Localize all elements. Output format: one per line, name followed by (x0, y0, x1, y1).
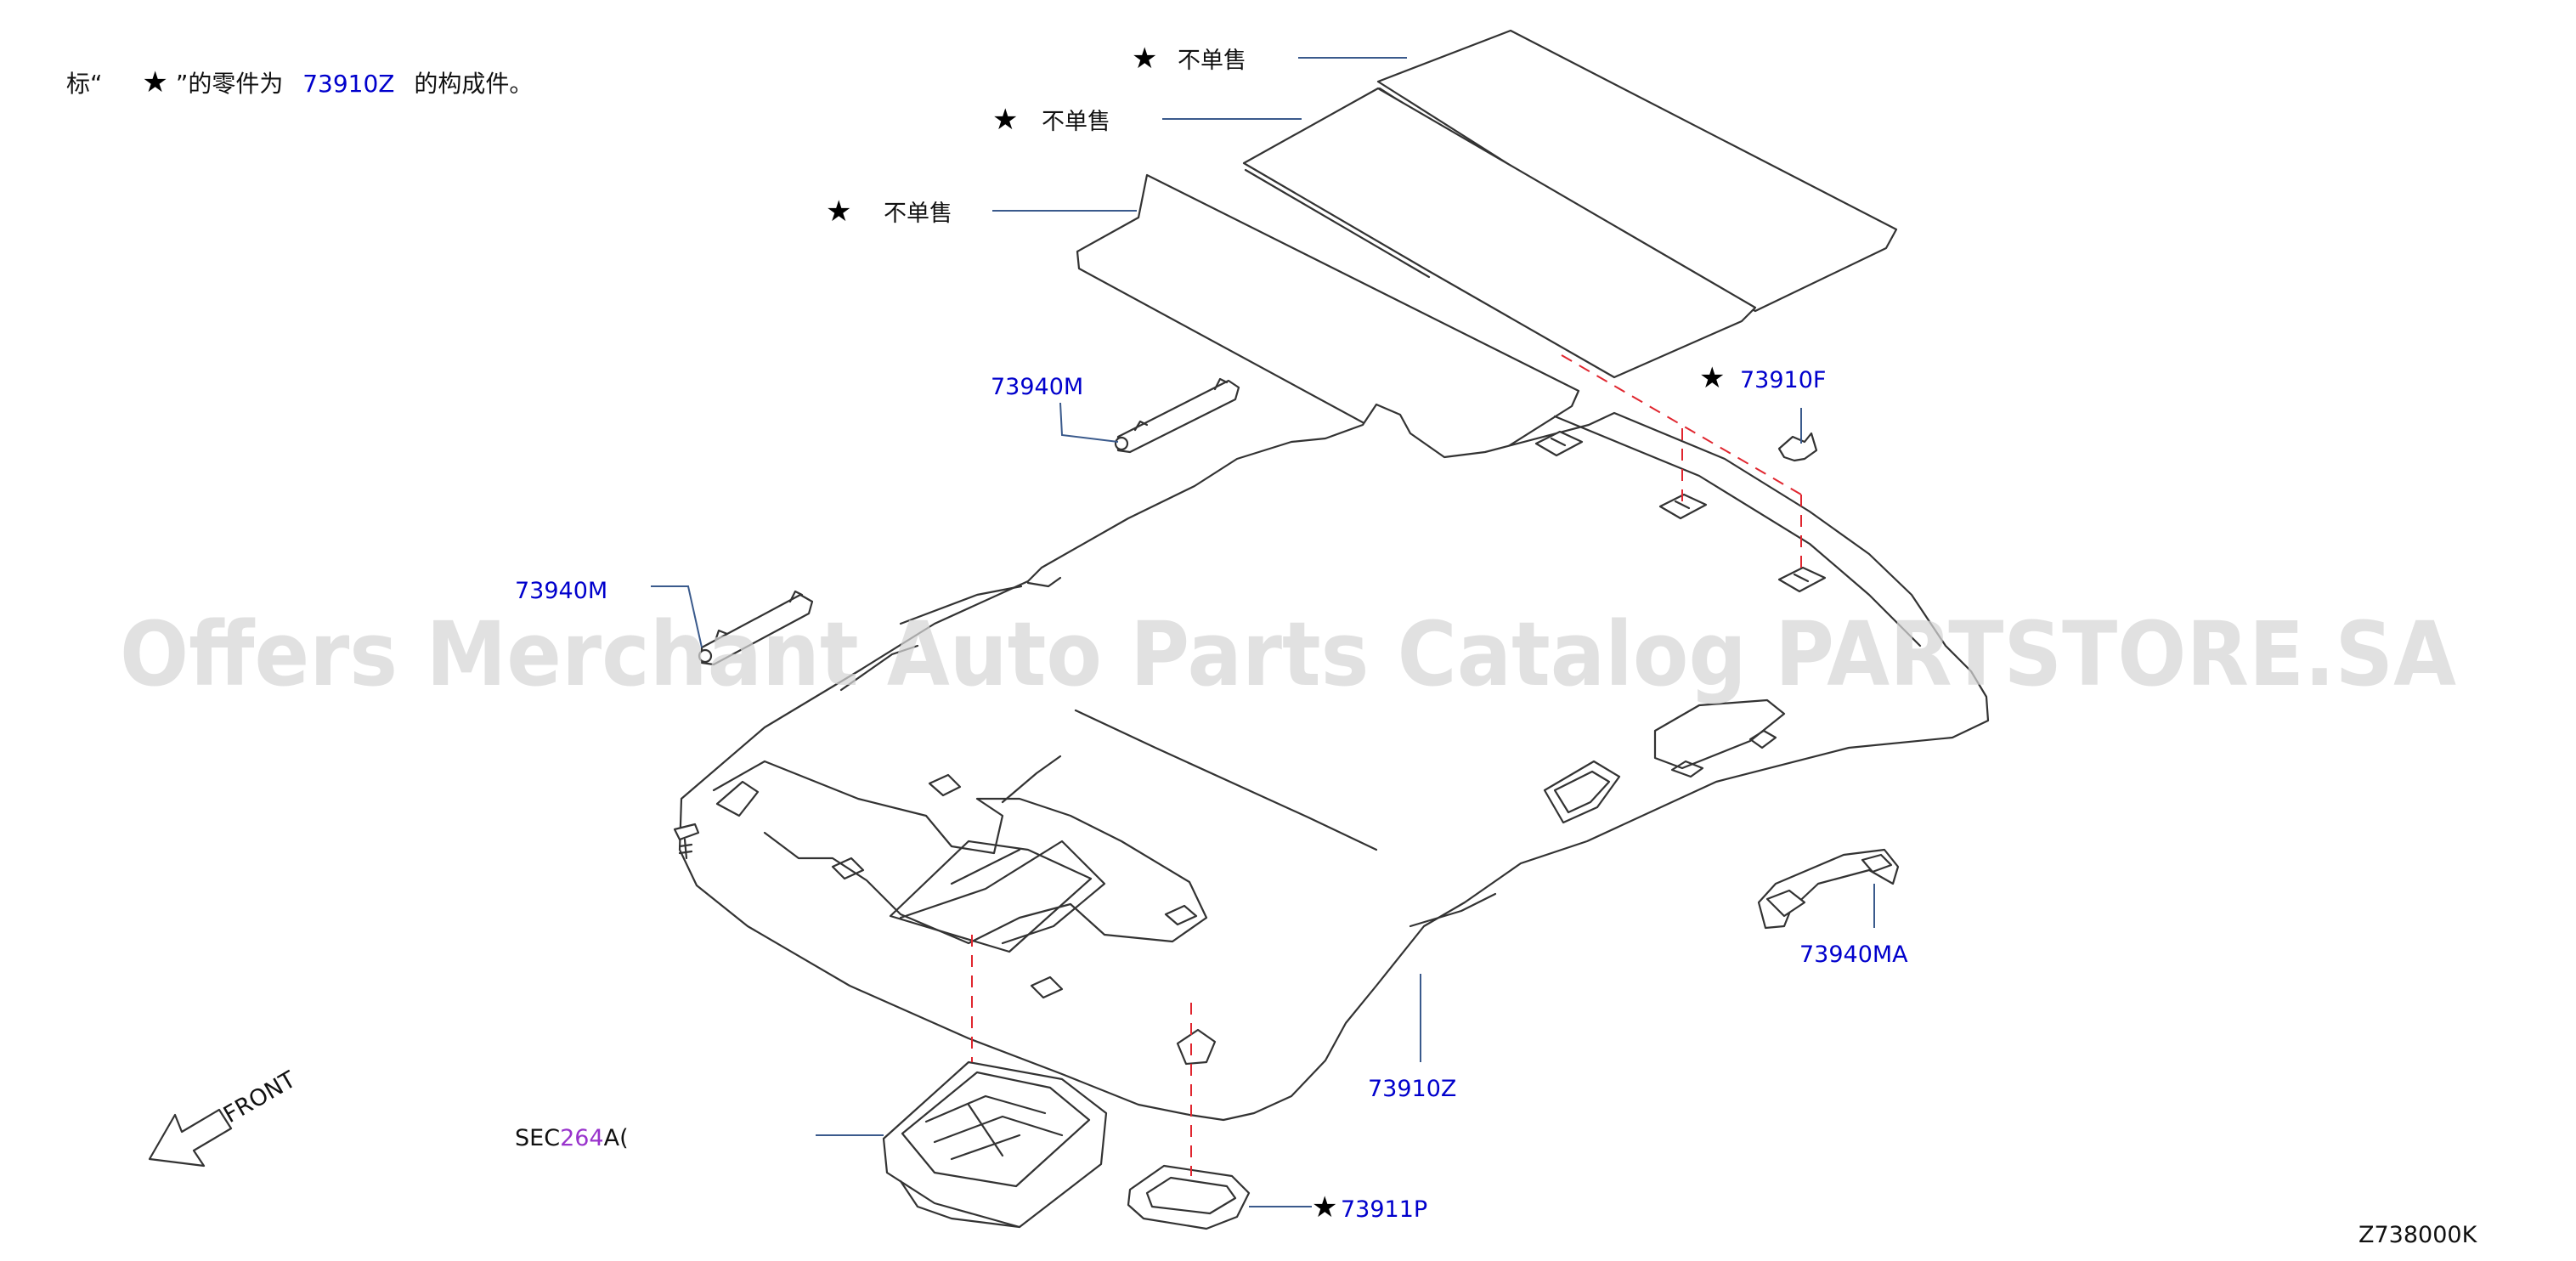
not-sold-star-icon-3: ★ (826, 195, 851, 229)
legend-note-ref[interactable]: 73910Z (302, 70, 394, 98)
diagram-code: Z738000K (2359, 1222, 2478, 1248)
not-sold-label-3: ★ 不单售 (826, 195, 952, 229)
clip-73910F-mount-2 (1658, 493, 1708, 520)
sec-reference[interactable]: SEC264A( (515, 1125, 629, 1151)
roof-pad-middle (1242, 87, 1757, 379)
sec-suffix: A( (604, 1125, 629, 1151)
headlining-73910Z (678, 403, 1990, 1122)
not-sold-text-3: 不单售 (884, 201, 952, 227)
sunshade-rail-upper (1114, 377, 1240, 454)
clip-73910F (1777, 432, 1818, 462)
part-label-73940MA[interactable]: 73940MA (1799, 942, 1908, 968)
front-direction: FRONT (148, 1066, 301, 1168)
lamp-cover (1127, 1164, 1251, 1230)
leader-lines (651, 57, 1875, 1207)
map-lamp-assembly (882, 1060, 1108, 1229)
legend-note-middle: ”的零件为 (176, 70, 284, 98)
sec-number[interactable]: 264 (560, 1125, 604, 1151)
assist-grip (1757, 848, 1900, 930)
sunshade-rail-lower (698, 590, 814, 666)
watermark: Offers Merchant Auto Parts Catalog PARTS… (120, 602, 2456, 706)
screw (673, 823, 700, 860)
clip-star-icon: ★ (1699, 361, 1725, 395)
part-label-73940M-lower[interactable]: 73940M (515, 578, 607, 604)
part-label-73911P[interactable]: 73911P (1341, 1196, 1427, 1223)
part-label-73911P-group: ★ 73911P (1312, 1190, 1427, 1224)
not-sold-star-icon-2: ★ (992, 103, 1018, 137)
lamp-cover-star-icon: ★ (1312, 1190, 1337, 1224)
front-label: FRONT (219, 1066, 301, 1128)
sec-prefix: SEC (515, 1125, 560, 1151)
not-sold-star-icon-1: ★ (1132, 42, 1157, 76)
part-label-73910F-group: ★ 73910F (1699, 361, 1826, 395)
part-label-73910Z[interactable]: 73910Z (1368, 1076, 1456, 1102)
part-label-73940M-upper[interactable]: 73940M (991, 374, 1083, 400)
not-sold-text-2: 不单售 (1042, 109, 1110, 135)
not-sold-label-1: ★ 不单售 (1132, 42, 1246, 76)
legend-star-icon: ★ (142, 65, 167, 99)
clip-73910F-mount-1 (1534, 430, 1584, 457)
not-sold-text-1: 不单售 (1178, 48, 1246, 74)
front-arrow-icon (148, 1108, 233, 1168)
install-guides (971, 354, 1802, 1176)
clip-73910F-mount-3 (1777, 566, 1827, 593)
not-sold-label-2: ★ 不单售 (992, 103, 1110, 137)
legend-note-prefix: 标“ (66, 70, 103, 98)
legend-note: 标“ ★ ”的零件为 73910Z 的构成件。 (66, 65, 533, 99)
legend-note-suffix: 的构成件。 (414, 70, 533, 98)
part-label-73910F[interactable]: 73910F (1740, 367, 1826, 393)
roof-pad-front (1076, 173, 1580, 478)
